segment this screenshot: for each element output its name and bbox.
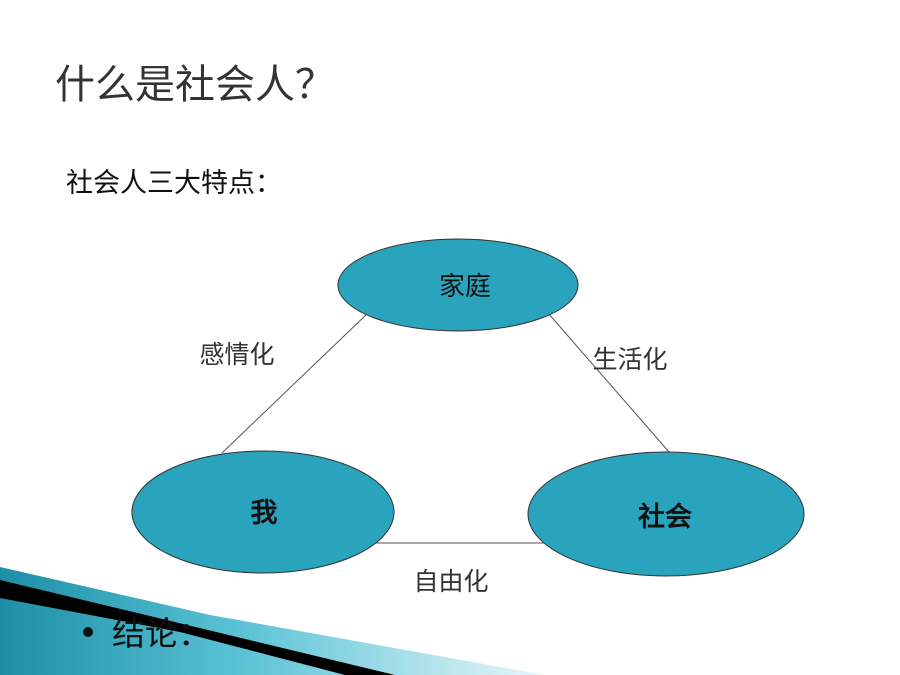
node-family-label: 家庭 [439,272,491,302]
edge-label-self-family: 感情化 [199,340,274,369]
edge-label-family-society: 生活化 [592,345,667,374]
node-society [527,451,805,577]
slide-title: 什么是社会人？ [55,62,335,108]
node-self [131,450,395,574]
edge-line-family-society [547,312,670,453]
edge-line-self-family [221,312,369,454]
node-family [337,238,579,332]
bullet-dot [83,627,93,637]
edge-label-self-society: 自由化 [413,567,488,596]
decor-ribbon-dark [0,580,395,675]
conclusion-bullet: 结论： [112,614,211,653]
decor-ribbon-light [0,567,545,675]
subtitle: 社会人三大特点： [66,168,282,199]
node-society-label: 社会 [638,501,692,533]
node-self-label: 我 [251,498,278,529]
